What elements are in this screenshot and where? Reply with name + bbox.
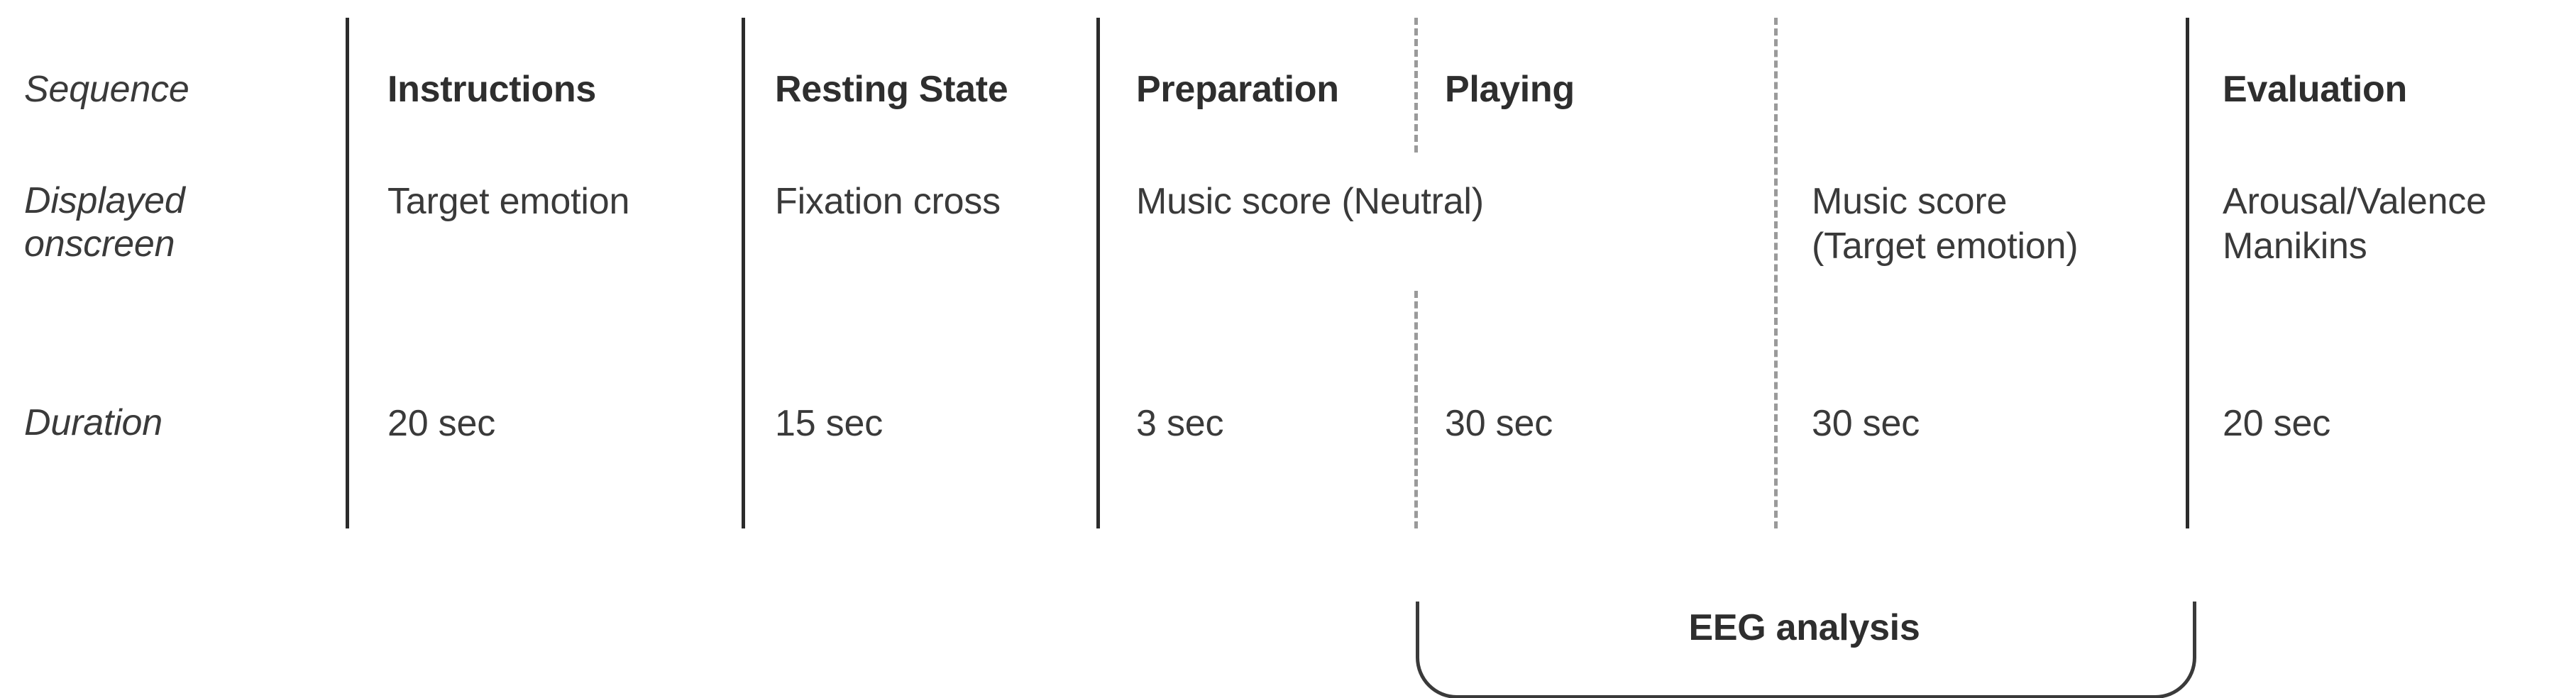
duration-playing-neutral: 30 sec (1445, 403, 1553, 444)
row-label-sequence: Sequence (24, 69, 189, 110)
divider-solid-after-sequence-label (346, 18, 349, 528)
duration-playing-target: 30 sec (1812, 403, 1920, 444)
sequence-header-evaluation: Evaluation (2223, 69, 2407, 110)
displayed-onscreen-resting-state: Fixation cross (775, 181, 1001, 222)
displayed-onscreen-evaluation: Arousal/Valence Manikins (2223, 181, 2487, 267)
divider-dashed-playing-neutral-target (1774, 18, 1778, 528)
divider-dashed-preparation-playing-lower (1414, 291, 1418, 528)
eeg-analysis-bracket (1416, 602, 2196, 698)
sequence-header-resting-state: Resting State (775, 69, 1008, 110)
duration-evaluation: 20 sec (2223, 403, 2331, 444)
divider-solid-after-instructions (742, 18, 745, 528)
displayed-onscreen-playing-target: Music score (Target emotion) (1812, 181, 2079, 267)
duration-preparation: 3 sec (1136, 403, 1224, 444)
duration-instructions: 20 sec (387, 403, 496, 444)
sequence-header-preparation: Preparation (1136, 69, 1339, 110)
sequence-header-instructions: Instructions (387, 69, 596, 110)
divider-dashed-preparation-playing-upper (1414, 18, 1418, 153)
divider-solid-after-resting-state (1096, 18, 1100, 528)
divider-solid-before-evaluation (2186, 18, 2189, 528)
row-label-displayed-onscreen: Displayed onscreen (24, 180, 185, 265)
duration-resting-state: 15 sec (775, 403, 884, 444)
sequence-header-playing: Playing (1445, 69, 1575, 110)
row-label-duration: Duration (24, 402, 163, 443)
displayed-onscreen-instructions: Target emotion (387, 181, 630, 222)
displayed-onscreen-preparation-playing: Music score (Neutral) (1136, 181, 1484, 222)
eeg-analysis-label: EEG analysis (1688, 607, 1920, 648)
